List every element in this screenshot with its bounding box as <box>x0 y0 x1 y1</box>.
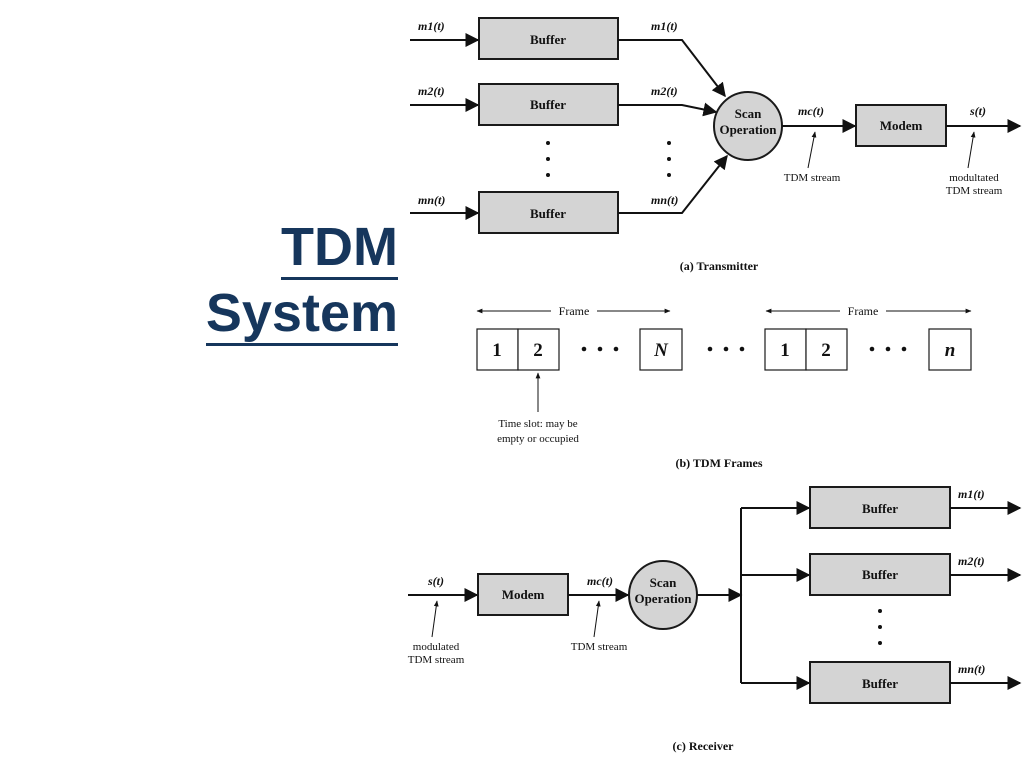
tx-buffer-output-label-1: m1(t) <box>651 19 678 33</box>
rx-buffer-1 <box>809 486 951 529</box>
rx-scan-label-2: Operation <box>634 591 692 606</box>
tx-modulated-label-1: modultated <box>949 172 999 184</box>
frame-2-label: Frame <box>848 304 879 318</box>
between-frames-ellipsis <box>707 346 745 352</box>
tx-caption: (a) Transmitter <box>680 259 759 273</box>
time-slot-note-2: empty or occupied <box>497 433 579 445</box>
title-line-2: System <box>205 283 398 346</box>
frame-2-slot-2-label: 2 <box>821 340 831 361</box>
tx-buffer-n-label: Buffer <box>530 206 566 221</box>
rx-input-label: s(t) <box>427 574 444 588</box>
rx-tdm-stream-label: TDM stream <box>571 641 628 653</box>
tx-tdm-stream-pointer <box>807 131 817 169</box>
rx-scan-label-1: Scan <box>650 575 678 590</box>
rx-tdm-stream-pointer <box>593 600 601 638</box>
frame-2-slot-n <box>928 328 972 371</box>
tx-buffer-ellipsis <box>546 141 550 177</box>
rx-output-label-1: m1(t) <box>958 487 985 501</box>
frame-1-label: Frame <box>559 304 590 318</box>
frame-2-slot-1-label: 1 <box>780 340 790 361</box>
tx-tdm-stream-label: TDM stream <box>784 172 841 184</box>
tx-scan-label-1: Scan <box>735 106 763 121</box>
rx-modulated-pointer <box>431 600 439 638</box>
tx-input-label-1: m1(t) <box>418 19 445 33</box>
rx-output-label-n: mn(t) <box>958 662 985 676</box>
rx-buffer-2 <box>809 553 951 596</box>
tx-buffer-output-label-2: m2(t) <box>651 84 678 98</box>
tx-buffer-output-label-n: mn(t) <box>651 193 678 207</box>
rx-buffer-2-label: Buffer <box>862 567 898 582</box>
frame-1-slot-2-label: 2 <box>533 340 543 361</box>
rx-mc-label: mc(t) <box>587 574 613 588</box>
frame-1-slot-n-label: N <box>653 340 669 361</box>
transmitter: m1(t) m2(t) mn(t) Buffer Buffer Buffer m… <box>410 17 1022 273</box>
frame-2-ellipsis <box>869 346 907 352</box>
rx-caption: (c) Receiver <box>673 739 735 753</box>
tx-buffer-n-to-scan <box>618 154 728 214</box>
tx-modem <box>855 104 947 147</box>
rx-buffer-ellipsis <box>878 609 882 645</box>
receiver: s(t) modulated TDM stream Modem mc(t) TD… <box>408 486 1022 753</box>
frame-1-slot-1 <box>476 328 519 371</box>
tx-output-ellipsis <box>667 141 671 177</box>
frame-1-slot-1-label: 1 <box>492 340 502 361</box>
tx-modulated-label-2: TDM stream <box>946 185 1003 197</box>
frame-1-slot-2 <box>517 328 560 371</box>
rx-output-label-2: m2(t) <box>958 554 985 568</box>
tx-output-label: s(t) <box>969 104 986 118</box>
tx-input-label-2: m2(t) <box>418 84 445 98</box>
rx-buffer-n-label: Buffer <box>862 676 898 691</box>
rx-modem <box>477 573 569 616</box>
tx-buffer-1-label: Buffer <box>530 32 566 47</box>
frame-2-slot-1 <box>764 328 807 371</box>
rx-modem-label: Modem <box>502 587 545 602</box>
tdm-frames: Frame Frame 1 2 N 1 2 n Time slot: may b… <box>476 304 972 470</box>
rx-modulated-label-2: TDM stream <box>408 654 465 666</box>
tx-buffer-2-to-scan <box>618 102 718 117</box>
tx-buffer-2-label: Buffer <box>530 97 566 112</box>
frame-1-ellipsis <box>581 346 619 352</box>
frames-caption: (b) TDM Frames <box>675 456 762 470</box>
tx-buffer-1 <box>478 17 619 60</box>
frame-1-slot-n <box>639 328 683 371</box>
time-slot-note-1: Time slot: may be <box>498 418 577 430</box>
tx-modulated-pointer <box>967 131 976 169</box>
frame-2-slot-n-label: n <box>945 340 956 361</box>
tx-buffer-1-to-scan <box>618 39 726 98</box>
tx-mc-label: mc(t) <box>798 104 824 118</box>
rx-buffer-1-label: Buffer <box>862 501 898 516</box>
rx-modulated-label-1: modulated <box>413 641 460 653</box>
frame-2-slot-2 <box>805 328 848 371</box>
slide-title: TDM System <box>150 214 398 346</box>
tx-scan-label-2: Operation <box>719 122 777 137</box>
title-line-1: TDM <box>281 217 398 280</box>
tx-input-label-n: mn(t) <box>418 193 445 207</box>
rx-buffer-n <box>809 661 951 704</box>
tx-modem-label: Modem <box>880 118 923 133</box>
